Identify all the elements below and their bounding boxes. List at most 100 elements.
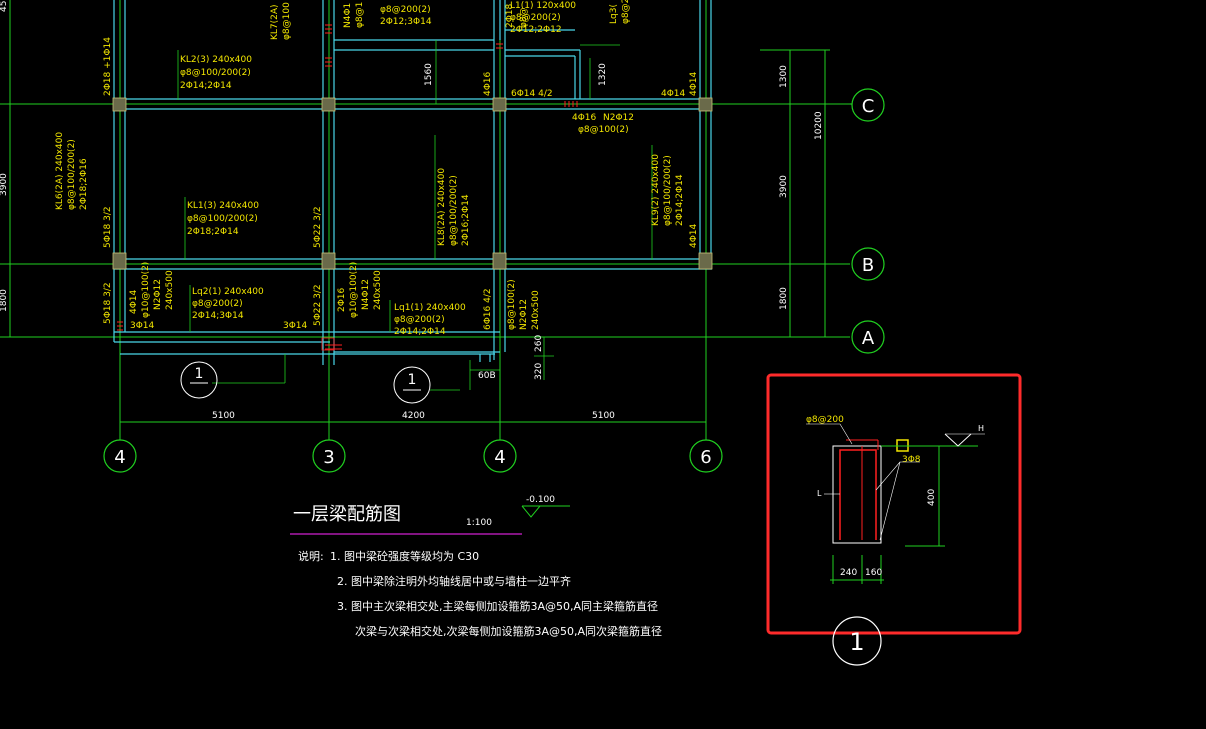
rebar-label: N2Φ12: [603, 113, 634, 123]
beam-kl9-name[interactable]: KL9(2) 240x400: [651, 154, 661, 226]
axis-lines: [0, 0, 850, 440]
dim-right-1: 1300: [779, 65, 789, 88]
rebar-label: 4Φ16: [572, 113, 597, 123]
detail-width-dim-1: 240: [840, 568, 857, 578]
beam-lq1-name[interactable]: Lq1(1) 240x400: [394, 303, 466, 313]
note-line-3: 3. 图中主次梁相交处,主梁每侧加设箍筋3A@50,A同主梁箍筋直径: [337, 599, 658, 613]
dim-bottom-2: 4200: [402, 411, 425, 421]
dim-misc: 1560: [424, 63, 434, 86]
rebar-label: 2Φ16: [337, 287, 347, 312]
beam-top-mid-stirrup: φ8@200(2): [380, 5, 431, 15]
beam-kl2-bars: 2Φ14;2Φ14: [180, 81, 232, 91]
detail-l-label: L: [817, 489, 822, 498]
beam-kl2-stirrup: φ8@100/200(2): [180, 68, 251, 78]
drawing-scale: 1:100: [466, 518, 492, 528]
axis-bubble-col-4[interactable]: 6: [689, 439, 723, 473]
dim-misc: 60B: [478, 371, 496, 381]
beam-kl6-stirrup: φ8@100/200(2): [67, 139, 77, 210]
dim-bottom-3: 5100: [592, 411, 615, 421]
beam-kl7-name[interactable]: KL7(2A): [270, 4, 280, 40]
svg-text:B: B: [862, 255, 874, 276]
selection-highlight-box: [766, 373, 1022, 635]
beam-lq1-bars: 2Φ14;2Φ14: [394, 327, 446, 337]
rebar-label: φ8@100(2): [507, 279, 517, 330]
svg-text:-0.100: -0.100: [526, 495, 555, 505]
dim-left-1: 4500: [0, 0, 9, 12]
rebar-label: φ8@1: [355, 2, 365, 28]
svg-text:4: 4: [114, 447, 125, 468]
rebar-label: 240x500: [373, 270, 383, 310]
svg-text:1: 1: [408, 372, 417, 388]
axis-bubble-c[interactable]: C: [850, 88, 885, 122]
rebar-label: 4Φ14: [661, 89, 686, 99]
svg-text:6: 6: [700, 447, 711, 468]
rebar-label: 240x500: [531, 290, 541, 330]
rebar-label: 6Φ16 4/2: [483, 288, 493, 330]
note-line-4: 次梁与次梁相交处,次梁每侧加设箍筋3A@50,A同次梁箍筋直径: [355, 624, 662, 638]
beam-kl2-name[interactable]: KL2(3) 240x400: [180, 55, 252, 65]
dim-left-3: 1800: [0, 289, 9, 312]
rebar-label: N4Φ1: [343, 3, 353, 28]
beam-kl7-stirrup: φ8@100: [282, 2, 292, 40]
svg-text:1: 1: [849, 628, 864, 656]
dim-misc: 320: [534, 363, 544, 380]
leader-lines: [177, 40, 653, 391]
section-marker-1[interactable]: 1: [180, 361, 218, 399]
note-line-1: 1. 图中梁砼强度等级均为 C30: [330, 549, 479, 563]
dim-left-2: 3900: [0, 173, 9, 196]
beam-kl1-name[interactable]: KL1(3) 240x400: [187, 201, 259, 211]
beam-lq3-name[interactable]: Lq3(: [609, 4, 619, 24]
detail-stirrup-label: φ8@200: [806, 415, 844, 425]
rebar-label: φ10@100(2): [349, 262, 359, 318]
rebar-label: 4Φ14: [689, 71, 699, 96]
section-marker-2[interactable]: 1: [393, 366, 431, 404]
beam-l1-name[interactable]: L1(1) 120x400: [510, 1, 576, 11]
level-marker: -0.100: [521, 495, 570, 518]
beam-kl6-bars: 2Φ18;2Φ16: [79, 158, 89, 210]
beam-kl8-name[interactable]: KL8(2A) 240x400: [437, 168, 447, 246]
dim-right-total: 10200: [814, 111, 824, 140]
axis-bubble-b[interactable]: B: [851, 247, 885, 281]
beam-annotations: KL2(3) 240x400 φ8@100/200(2) 2Φ14;2Φ14 K…: [55, 0, 685, 337]
section-markers: 1 1: [180, 361, 431, 404]
beam-lq2-name[interactable]: Lq2(1) 240x400: [192, 287, 264, 297]
section-detail-1[interactable]: φ8@200 3Φ8 H L 400 240 160 1: [766, 373, 1022, 666]
rebar-label: 4Φ16: [483, 71, 493, 96]
rebar-label: 3Φ14: [283, 321, 308, 331]
beam-kl8-bars: 2Φ16;2Φ14: [461, 194, 471, 246]
dim-right-3: 1800: [779, 287, 789, 310]
detail-section-bubble[interactable]: 1: [832, 616, 882, 666]
dim-misc: 1320: [598, 63, 608, 86]
beam-lq2-stirrup: φ8@200(2): [192, 299, 243, 309]
detail-h-label: H: [978, 424, 984, 433]
detail-level-symbol: [944, 433, 972, 447]
dim-right-2: 3900: [779, 175, 789, 198]
rebar-label: 240x500: [165, 270, 175, 310]
axis-bubble-col-1[interactable]: 4: [103, 439, 137, 473]
beam-lq1-stirrup: φ8@200(2): [394, 315, 445, 325]
svg-text:4: 4: [494, 447, 505, 468]
axis-bubble-a[interactable]: A: [851, 320, 885, 354]
rebar-label: φ8@100(2): [578, 125, 629, 135]
beam-kl1-stirrup: φ8@100/200(2): [187, 214, 258, 224]
beam-lines: [113, 0, 712, 365]
beam-kl1-bars: 2Φ18;2Φ14: [187, 227, 239, 237]
svg-text:3: 3: [323, 447, 334, 468]
svg-text:A: A: [862, 328, 875, 349]
rebar-label: 5Φ22 3/2: [313, 284, 323, 326]
beam-kl6-name[interactable]: KL6(2A) 240x400: [55, 132, 65, 210]
beam-kl9-bars: 2Φ14;2Φ14: [675, 174, 685, 226]
beam-kl8-stirrup: φ8@100/200(2): [449, 175, 459, 246]
rebar-label: 5Φ18 3/2: [103, 282, 113, 324]
beam-kl9-stirrup: φ8@100/200(2): [663, 155, 673, 226]
rebar-labels: 4Φ14 6Φ14 4/2 4Φ16 N2Φ12 φ8@100(2) 3Φ14 …: [103, 2, 699, 331]
beam-l-top-bars: 2Φ18: [505, 3, 515, 28]
note-line-2: 2. 图中梁除注明外均轴线居中或与墙柱一边平齐: [337, 574, 571, 588]
rebar-label: N4Φ12: [361, 279, 371, 310]
drawing-title-block: 一层梁配筋图 1:100 -0.100: [290, 495, 570, 535]
svg-text:C: C: [862, 96, 875, 117]
axis-bubble-col-2[interactable]: 3: [312, 439, 346, 473]
beam-top-mid-bars: 2Φ12;3Φ14: [380, 17, 432, 27]
axis-bubble-col-3[interactable]: 4: [483, 439, 517, 473]
